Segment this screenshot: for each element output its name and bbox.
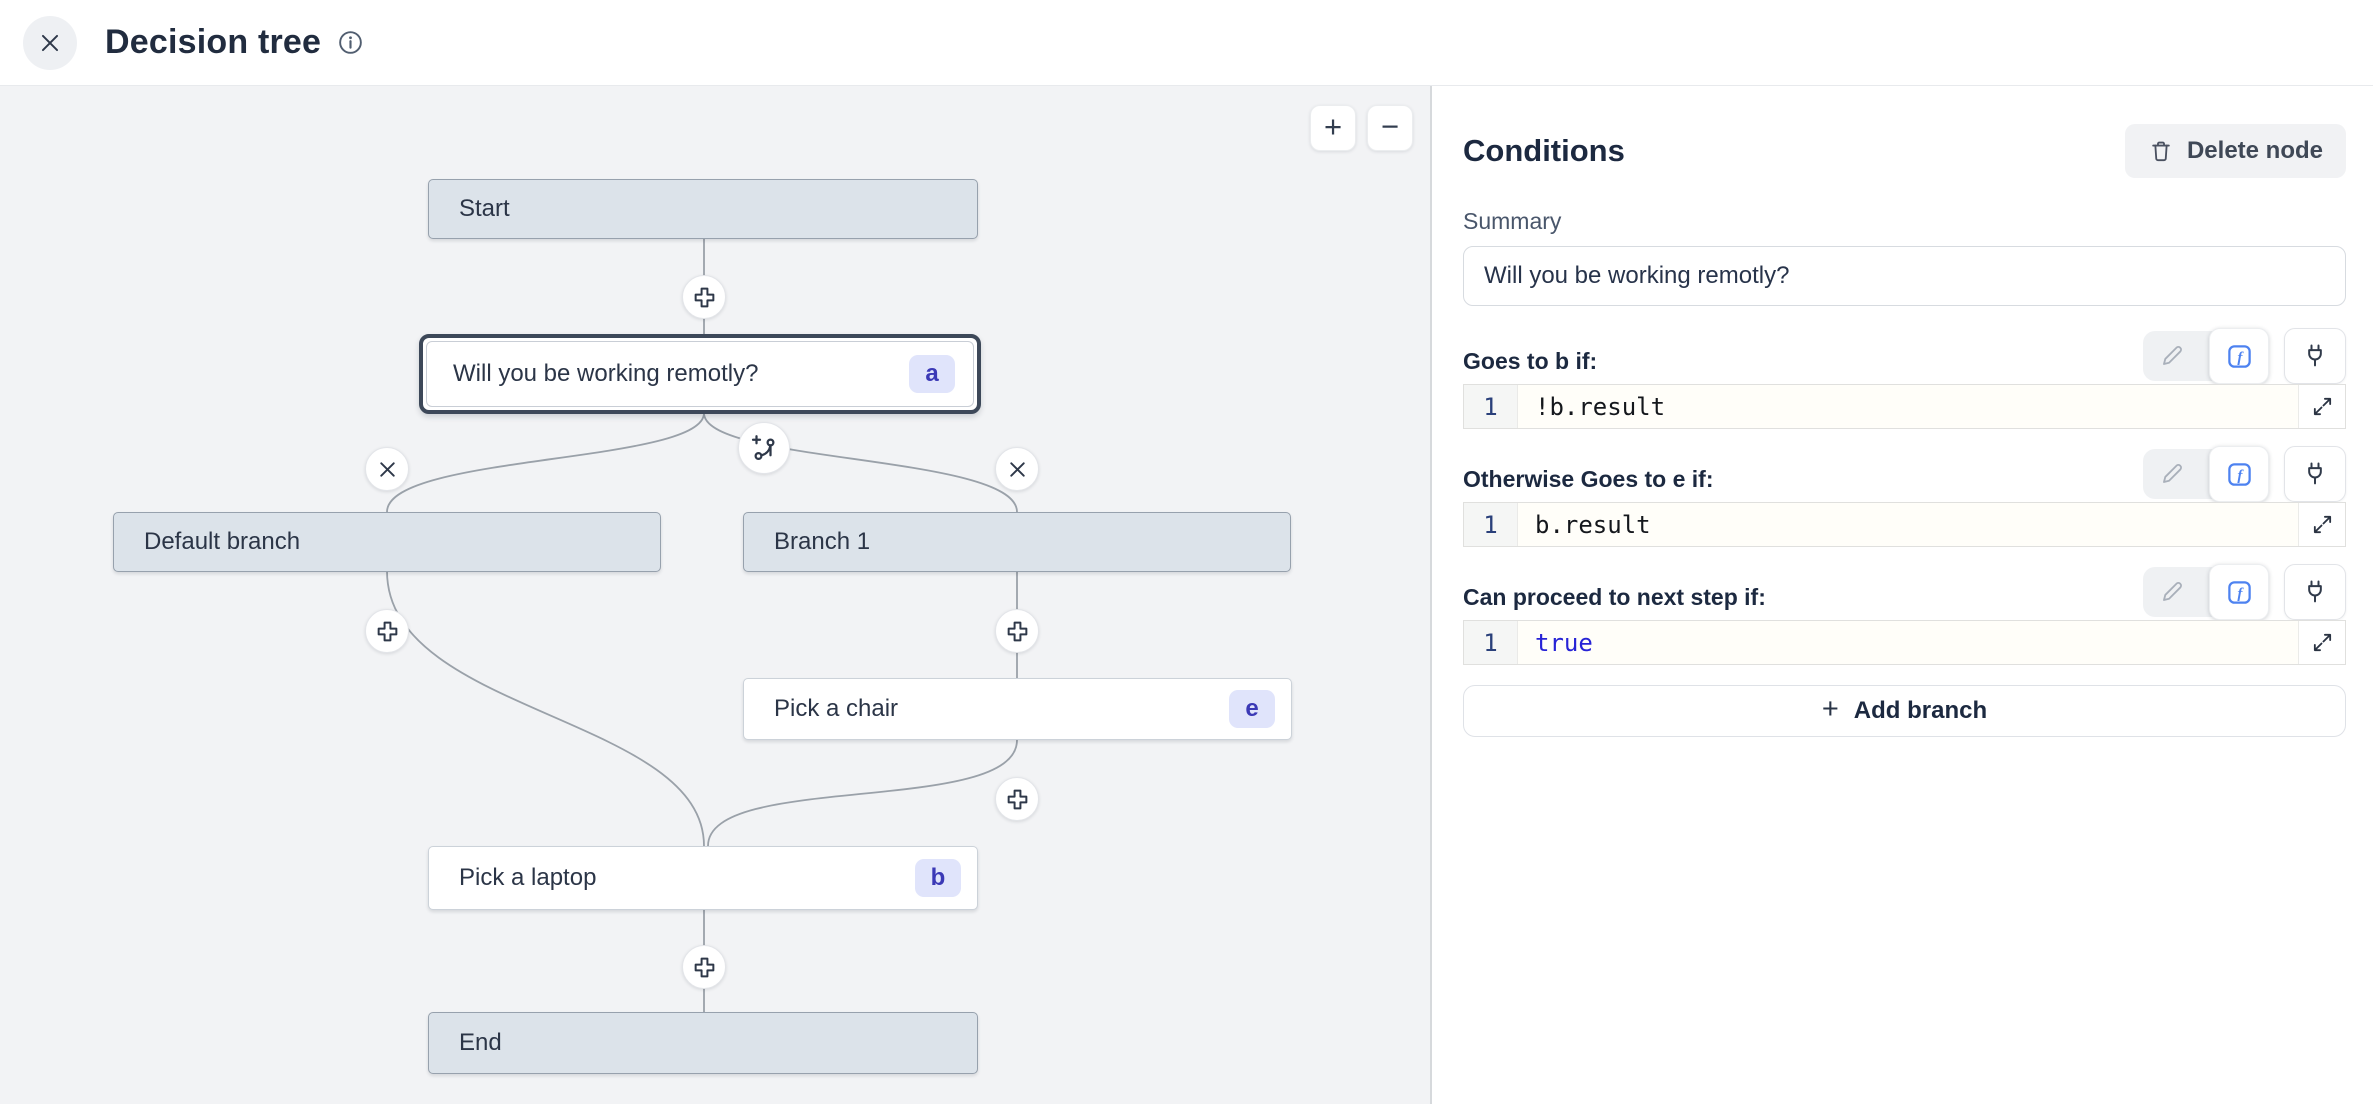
plus-icon xyxy=(692,285,717,310)
close-icon xyxy=(1006,458,1029,481)
decision-tree-canvas[interactable]: Start Will you be working remotly? a Def… xyxy=(0,86,1432,1104)
code-content[interactable]: true xyxy=(1535,628,1593,657)
line-number: 1 xyxy=(1464,385,1518,428)
zoom-controls: + − xyxy=(1310,105,1413,151)
svg-text:f: f xyxy=(2237,466,2244,483)
add-branch-node-button[interactable] xyxy=(738,422,790,474)
expand-icon xyxy=(2311,513,2334,536)
add-branch-icon xyxy=(749,433,779,463)
delete-node-button[interactable]: Delete node xyxy=(2124,124,2346,178)
node-end[interactable]: End xyxy=(428,1012,978,1074)
code-content[interactable]: b.result xyxy=(1535,510,1651,539)
node-question-selected[interactable]: Will you be working remotly? a xyxy=(419,334,981,414)
plus-icon xyxy=(692,955,717,980)
expand-icon-button[interactable] xyxy=(2298,385,2345,428)
zoom-in-button[interactable]: + xyxy=(1310,105,1356,151)
node-label: End xyxy=(459,1029,502,1056)
add-node-button[interactable] xyxy=(682,275,726,319)
summary-input[interactable] xyxy=(1463,246,2346,306)
pencil-icon-button[interactable] xyxy=(2143,567,2201,617)
plug-icon xyxy=(2301,460,2329,488)
node-label: Pick a laptop xyxy=(459,864,597,891)
node-label: Branch 1 xyxy=(774,528,871,555)
summary-label: Summary xyxy=(1463,208,1562,234)
condition-label: Goes to b if: xyxy=(1463,348,1598,374)
node-start[interactable]: Start xyxy=(428,179,978,239)
pencil-icon-button[interactable] xyxy=(2143,331,2201,381)
conditions-panel: Conditions Delete node Summary Goes to b… xyxy=(1432,86,2373,1104)
plug-icon xyxy=(2301,342,2329,370)
delete-branch-button[interactable] xyxy=(365,447,409,491)
node-default-branch[interactable]: Default branch xyxy=(113,512,661,572)
pencil-icon xyxy=(2159,343,2185,369)
pencil-icon xyxy=(2159,461,2185,487)
editor-mode-toggle: f xyxy=(2143,328,2269,384)
line-number: 1 xyxy=(1464,503,1518,546)
code-editor[interactable]: 1 !b.result xyxy=(1463,384,2346,429)
node-branch-1[interactable]: Branch 1 xyxy=(743,512,1291,572)
node-badge: b xyxy=(915,859,961,897)
svg-text:f: f xyxy=(2237,584,2244,601)
delete-branch-button[interactable] xyxy=(995,447,1039,491)
expand-icon-button[interactable] xyxy=(2298,621,2345,664)
node-badge: a xyxy=(909,355,955,393)
trash-icon xyxy=(2148,138,2174,164)
fx-icon-button[interactable]: f xyxy=(2209,328,2269,384)
code-content[interactable]: !b.result xyxy=(1535,392,1666,421)
code-editor[interactable]: 1 b.result xyxy=(1463,502,2346,547)
fx-icon: f xyxy=(2226,343,2253,370)
add-node-button[interactable] xyxy=(365,609,409,653)
expand-icon-button[interactable] xyxy=(2298,503,2345,546)
condition-label: Otherwise Goes to e if: xyxy=(1463,466,1714,492)
node-label: Pick a chair xyxy=(774,695,899,722)
pencil-icon-button[interactable] xyxy=(2143,449,2201,499)
node-pick-laptop[interactable]: Pick a laptop b xyxy=(428,846,978,910)
close-icon xyxy=(37,30,63,56)
fx-icon-button[interactable]: f xyxy=(2209,564,2269,620)
node-label: Will you be working remotly? xyxy=(453,360,759,387)
plus-icon xyxy=(375,619,400,644)
plus-icon xyxy=(1005,787,1030,812)
add-branch-label: Add branch xyxy=(1853,697,1988,724)
pencil-icon xyxy=(2159,579,2185,605)
delete-node-label: Delete node xyxy=(2186,137,2323,164)
editor-mode-toggle: f xyxy=(2143,564,2269,620)
plug-icon-button[interactable] xyxy=(2284,564,2346,620)
fx-icon: f xyxy=(2226,579,2253,606)
condition-label: Can proceed to next step if: xyxy=(1463,584,1766,610)
info-icon[interactable] xyxy=(337,29,364,56)
editor-mode-toggle: f xyxy=(2143,446,2269,502)
plug-icon-button[interactable] xyxy=(2284,328,2346,384)
node-pick-chair[interactable]: Pick a chair e xyxy=(743,678,1292,740)
plus-icon xyxy=(1005,619,1030,644)
node-badge: e xyxy=(1229,690,1275,728)
code-editor[interactable]: 1 true xyxy=(1463,620,2346,665)
node-label: Default branch xyxy=(144,528,301,555)
svg-text:f: f xyxy=(2237,348,2244,365)
expand-icon xyxy=(2311,631,2334,654)
plug-icon xyxy=(2301,578,2329,606)
zoom-out-button[interactable]: − xyxy=(1367,105,1413,151)
close-button[interactable] xyxy=(23,15,77,70)
add-node-button[interactable] xyxy=(995,609,1039,653)
add-node-button[interactable] xyxy=(682,945,726,989)
fx-icon-button[interactable]: f xyxy=(2209,446,2269,502)
plus-icon: + xyxy=(1821,693,1839,725)
add-node-button[interactable] xyxy=(995,777,1039,821)
add-branch-button[interactable]: + Add branch xyxy=(1463,685,2346,737)
app-header: Decision tree xyxy=(0,0,2373,86)
node-label: Start xyxy=(459,195,510,222)
close-icon xyxy=(376,458,399,481)
page-title: Decision tree xyxy=(105,23,322,61)
expand-icon xyxy=(2311,395,2334,418)
fx-icon: f xyxy=(2226,461,2253,488)
line-number: 1 xyxy=(1464,621,1518,664)
plug-icon-button[interactable] xyxy=(2284,446,2346,502)
panel-title: Conditions xyxy=(1463,133,1625,168)
